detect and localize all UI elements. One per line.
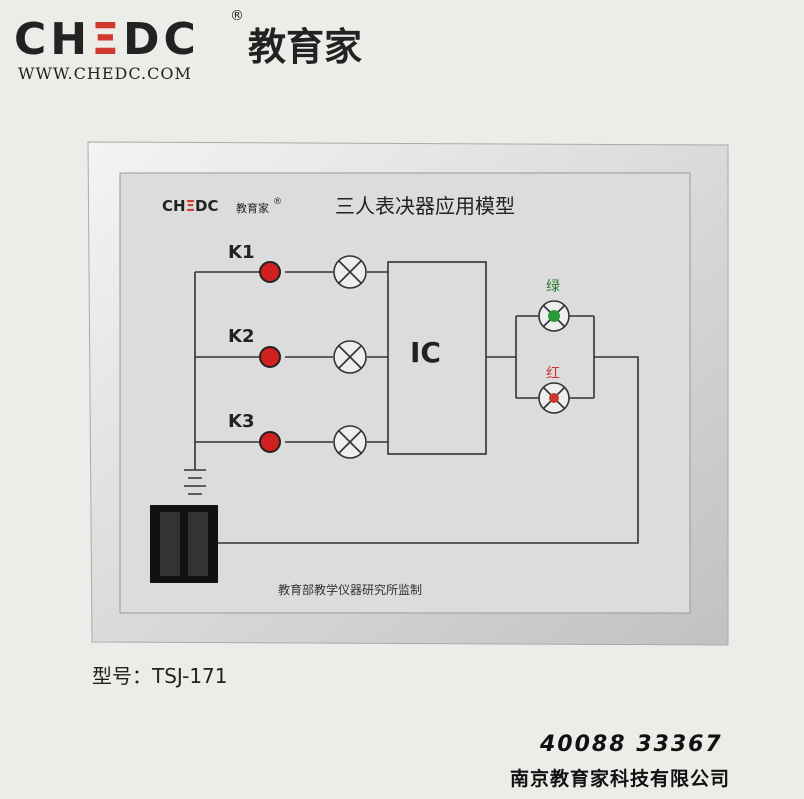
brand-logo: CHΞDC: [14, 14, 200, 65]
board-logo: CHΞDC: [162, 197, 219, 215]
lamp-icons: [333, 255, 570, 459]
ic-label: IC: [410, 336, 441, 369]
red-label: 红: [546, 366, 560, 382]
circuit-wires: [184, 261, 639, 544]
company-name: 南京教育家科技有限公司: [510, 768, 731, 790]
model-number: 型号：TSJ-171: [92, 664, 228, 688]
website: WWW.CHEDC.COM: [18, 64, 192, 83]
board-logo-cn: 教育家: [236, 201, 269, 215]
label-k1: K1: [228, 242, 254, 263]
brand-chinese-name: 教育家: [248, 25, 363, 69]
registered-mark: ®: [230, 8, 244, 24]
battery-holder: [150, 505, 218, 583]
button-k1: [259, 261, 281, 283]
green-label: 绿: [546, 279, 560, 295]
button-k2: [259, 346, 281, 368]
label-k3: K3: [228, 411, 254, 432]
phone-number: 40088 33367: [540, 732, 723, 757]
label-k2: K2: [228, 326, 254, 347]
push-buttons: [259, 261, 281, 453]
svg-text:®: ®: [273, 197, 282, 207]
board-footer: 教育部教学仪器研究所监制: [278, 582, 422, 597]
button-k3: [259, 431, 281, 453]
board-title: 三人表决器应用模型: [335, 194, 515, 218]
